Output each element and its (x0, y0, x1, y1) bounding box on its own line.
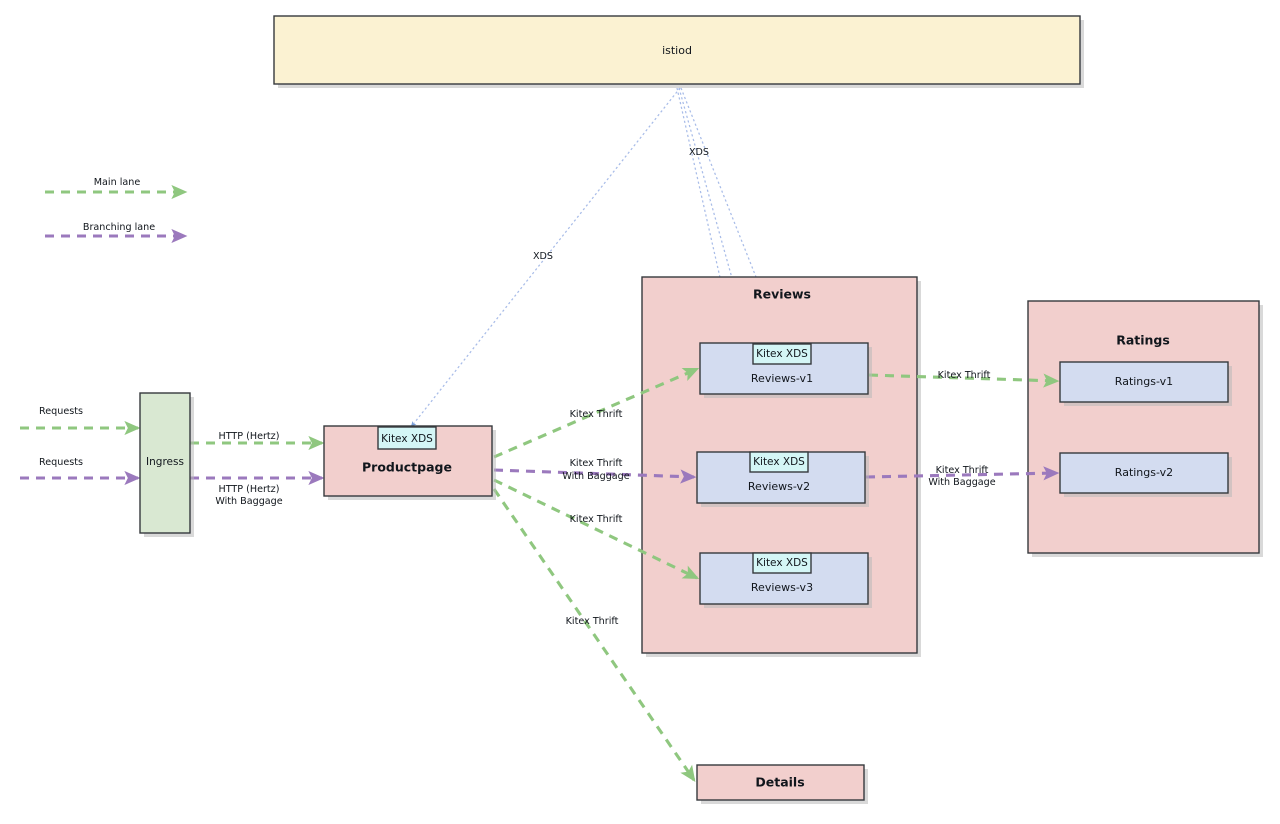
node-ratings-group[interactable]: Ratings (1027, 300, 1263, 557)
ratings-v2-label: Ratings-v2 (1115, 466, 1173, 479)
ratings-v1-box[interactable] (1059, 361, 1229, 403)
edge-label-xds-reviews: XDS (689, 147, 709, 158)
legend-item-branching-lane: Branching lane (45, 222, 188, 244)
edge-label-request-branch: Requests (39, 457, 83, 468)
istiod-box[interactable] (273, 15, 1081, 85)
edge-label-ingress-productpage-branch-line2: With Baggage (215, 496, 282, 507)
edge-label-request-main: Requests (39, 406, 83, 417)
edge-label-productpage-reviews-v1: Kitex Thrift (570, 409, 623, 420)
xds-edge-to-productpage (410, 87, 681, 428)
details-label: Details (755, 775, 804, 790)
node-reviews-v2[interactable]: Kitex XDS Reviews-v2 (696, 451, 869, 507)
reviews-v2-sidecar-badge[interactable] (749, 451, 809, 473)
reviews-v1-sidecar-badge[interactable] (752, 343, 812, 365)
reviews-v3-sidecar-badge[interactable] (752, 552, 812, 574)
legend-label-main-lane: Main lane (94, 177, 141, 188)
node-reviews-v1[interactable]: Kitex XDS Reviews-v1 (699, 342, 872, 398)
edge-label-productpage-reviews-v2-line1: Kitex Thrift (570, 458, 623, 469)
node-reviews-v3[interactable]: Kitex XDS Reviews-v3 (699, 552, 872, 608)
node-ingress[interactable]: Ingress (139, 392, 194, 537)
reviews-v1-sidecar-label: Kitex XDS (756, 348, 808, 360)
edge-label-group: Requests Requests HTTP (Hertz) HTTP (Her… (39, 147, 996, 627)
reviews-v3-label: Reviews-v3 (751, 581, 813, 594)
edge-label-reviews-v2-ratings-v2-line1: Kitex Thrift (936, 465, 989, 476)
reviews-v1-label: Reviews-v1 (751, 372, 813, 385)
edge-label-productpage-details: Kitex Thrift (566, 616, 619, 627)
data-plane-edges (20, 367, 1060, 782)
edge-label-xds-productpage: XDS (533, 251, 553, 262)
ratings-v1-label: Ratings-v1 (1115, 375, 1173, 388)
node-istiod[interactable]: istiod (273, 15, 1084, 88)
edge-label-reviews-v2-ratings-v2-line2: With Baggage (928, 477, 995, 488)
xds-edge-to-reviews-v2 (678, 87, 782, 455)
edge-productpage-to-reviews-v2 (493, 468, 697, 484)
istiod-label: istiod (662, 44, 692, 57)
node-ratings-v2[interactable]: Ratings-v2 (1059, 452, 1232, 497)
reviews-v3-sidecar-label: Kitex XDS (756, 557, 808, 569)
edge-label-ingress-productpage-main: HTTP (Hertz) (219, 431, 280, 442)
edge-productpage-to-details (492, 488, 696, 782)
legend-item-main-lane: Main lane (45, 177, 188, 200)
productpage-label: Productpage (362, 460, 452, 475)
ingress-box[interactable] (139, 392, 191, 534)
details-box[interactable] (696, 764, 865, 801)
reviews-group-label: Reviews (753, 287, 811, 302)
reviews-v1-box[interactable] (699, 342, 869, 395)
node-ratings-v1[interactable]: Ratings-v1 (1059, 361, 1232, 406)
legend: Main lane Branching lane (45, 177, 188, 244)
ratings-group-box[interactable] (1027, 300, 1260, 554)
ingress-label: Ingress (146, 456, 184, 468)
edge-label-productpage-reviews-v3: Kitex Thrift (570, 514, 623, 525)
reviews-v2-label: Reviews-v2 (748, 480, 810, 493)
ratings-group-label: Ratings (1116, 333, 1170, 348)
edge-productpage-to-reviews-v1 (493, 367, 700, 459)
edge-label-reviews-v1-ratings-v1: Kitex Thrift (938, 370, 991, 381)
productpage-sidecar-badge[interactable] (377, 426, 437, 450)
legend-label-branching-lane: Branching lane (83, 222, 155, 233)
node-details[interactable]: Details (696, 764, 868, 804)
productpage-sidecar-label: Kitex XDS (381, 433, 433, 445)
reviews-v2-sidecar-label: Kitex XDS (753, 456, 805, 468)
ratings-v2-box[interactable] (1059, 452, 1229, 494)
edge-label-productpage-reviews-v2-line2: With Baggage (562, 471, 629, 482)
edge-productpage-to-reviews-v3 (493, 478, 700, 580)
node-productpage[interactable]: Kitex XDS Productpage (323, 425, 496, 500)
edge-label-ingress-productpage-branch-line1: HTTP (Hertz) (219, 484, 280, 495)
